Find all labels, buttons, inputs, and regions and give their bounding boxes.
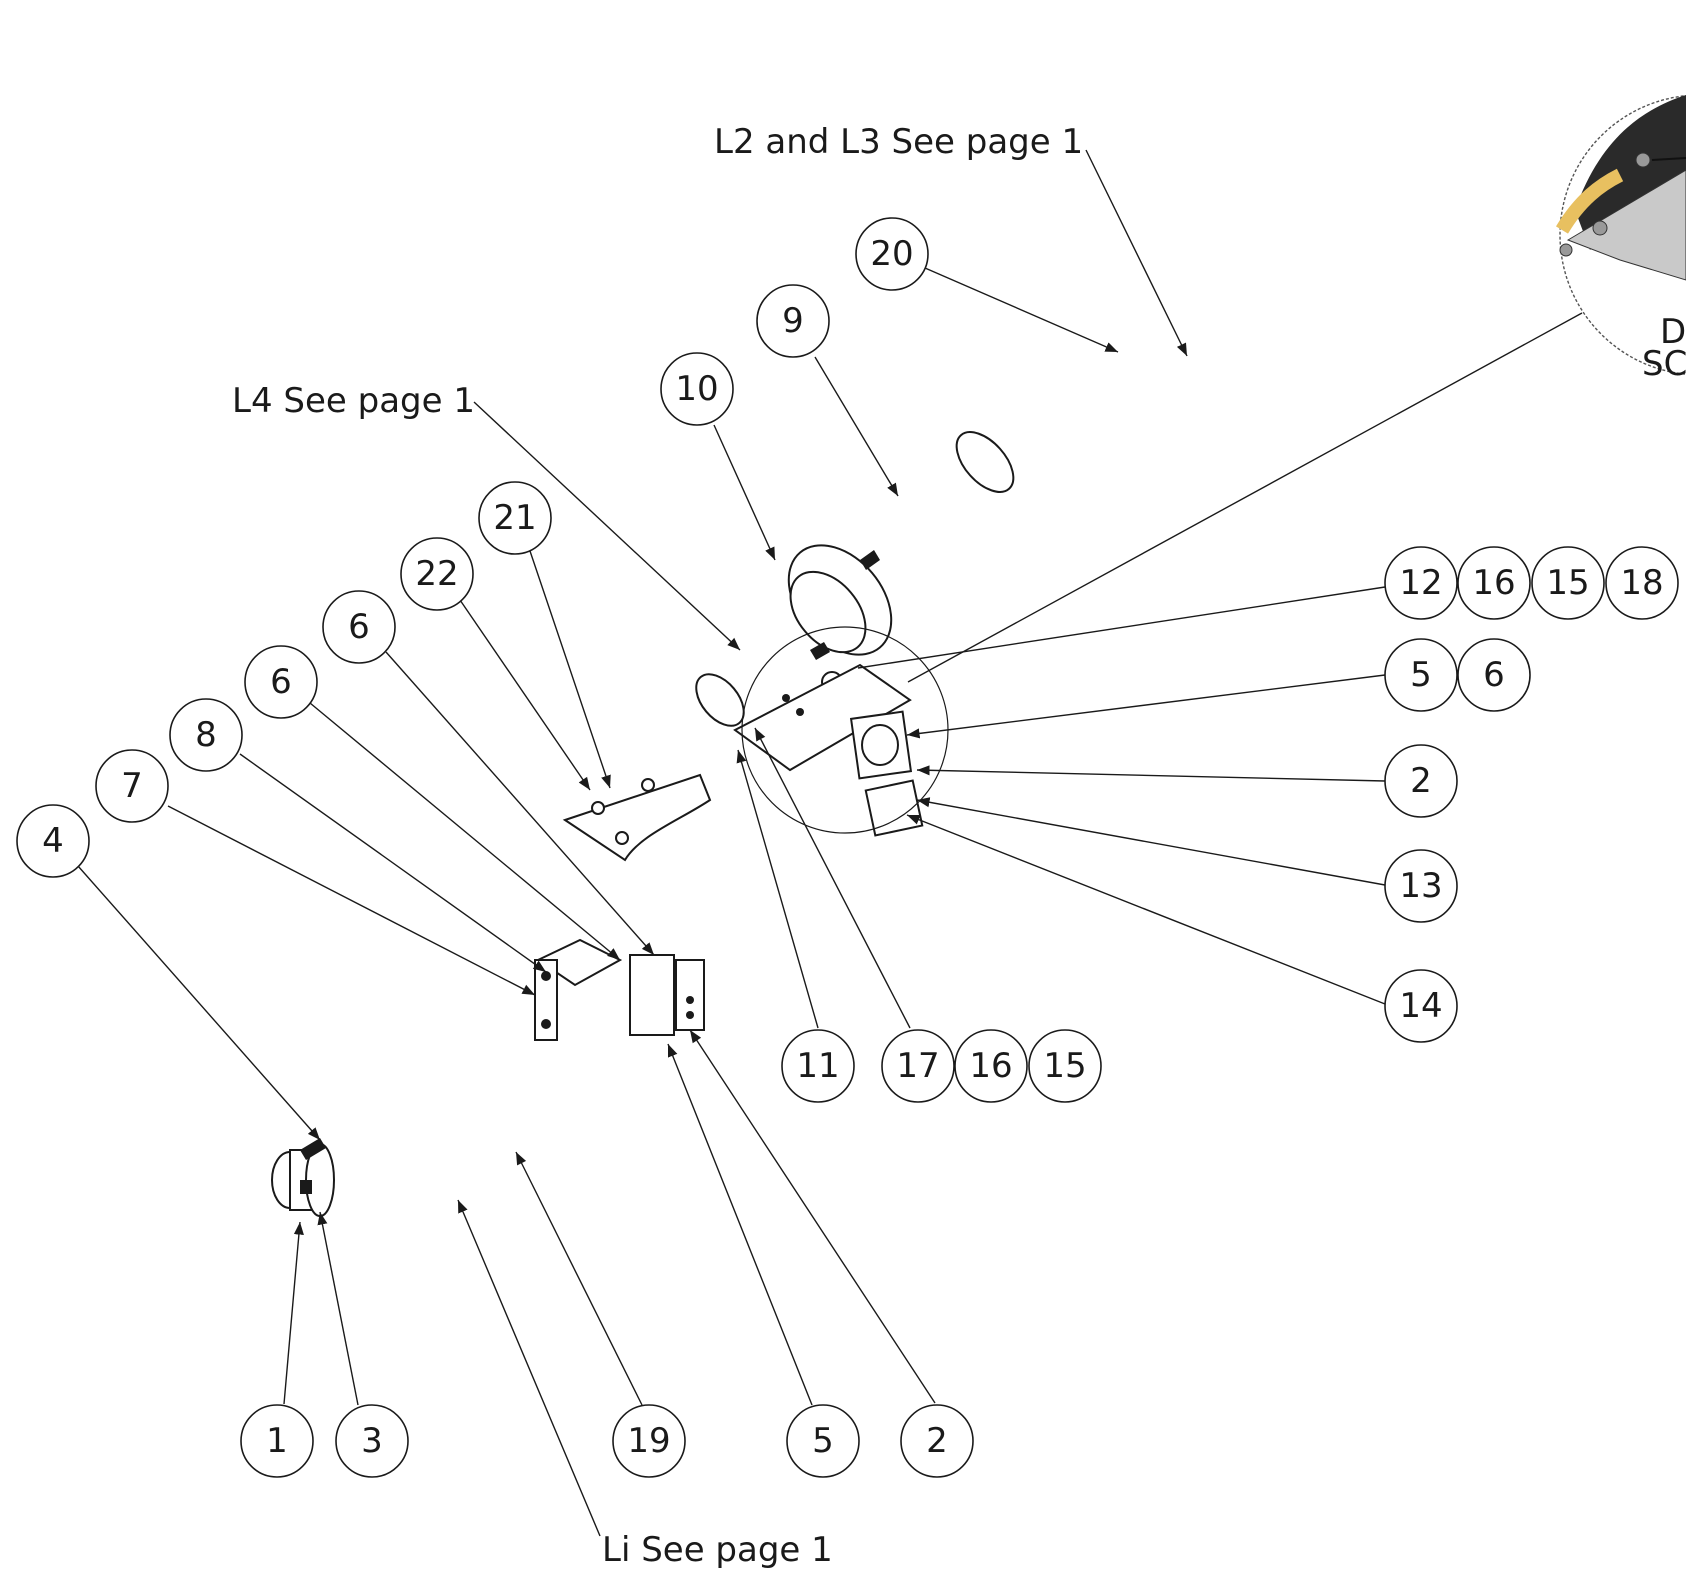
detail-view: DE SCA [1555,95,1686,384]
svg-text:2: 2 [1410,761,1432,801]
balloon-item-5: 5 [1384,638,1458,712]
reference-l2-l3: L2 and L3 See page 1 [714,122,1083,162]
svg-text:8: 8 [195,715,217,755]
svg-text:5: 5 [812,1421,834,1461]
balloon-item-21: 21 [478,481,552,555]
svg-text:14: 14 [1399,986,1442,1026]
balloon-item-3: 3 [335,1404,409,1478]
balloon-item-2: 2 [1384,744,1458,818]
svg-text:21: 21 [493,498,536,538]
svg-text:17: 17 [896,1046,939,1086]
balloon-item-16: 16 [1457,546,1531,620]
balloon-item-13: 13 [1384,849,1458,923]
mounting-bracket-upper [733,663,924,837]
coupling [787,544,893,693]
svg-text:5: 5 [1410,655,1432,695]
saddle-plate [562,773,712,862]
svg-text:22: 22 [415,554,458,594]
detail-label-line2: SCA [1642,344,1686,384]
balloon-item-16: 16 [954,1029,1028,1103]
balloon-item-8: 8 [169,698,243,772]
svg-text:6: 6 [348,607,370,647]
svg-text:15: 15 [1043,1046,1086,1086]
svg-text:6: 6 [270,662,292,702]
svg-text:15: 15 [1546,563,1589,603]
reference-l4: L4 See page 1 [232,381,475,421]
svg-text:2: 2 [926,1421,948,1461]
balloon-item-6: 6 [1457,638,1531,712]
balloon-item-18: 18 [1605,546,1679,620]
svg-text:16: 16 [1472,563,1515,603]
balloon-item-20: 20 [855,217,929,291]
hose-assembly [271,347,1291,1217]
balloon-item-10: 10 [660,352,734,426]
svg-text:1: 1 [266,1421,288,1461]
balloon-item-17: 17 [881,1029,955,1103]
balloon-item-2: 2 [900,1404,974,1478]
balloon-item-12: 12 [1384,546,1458,620]
reference-labels: L2 and L3 See page 1 L4 See page 1 Li Se… [232,122,1583,1570]
svg-text:10: 10 [675,369,718,409]
svg-text:19: 19 [627,1421,670,1461]
balloon-item-15: 15 [1531,546,1605,620]
svg-text:13: 13 [1399,866,1442,906]
reference-li: Li See page 1 [602,1530,833,1570]
balloon-item-14: 14 [1384,969,1458,1043]
svg-text:6: 6 [1483,655,1505,695]
detail-label-line1: DE [1660,312,1686,352]
svg-text:18: 18 [1620,563,1663,603]
balloon-item-11: 11 [781,1029,855,1103]
svg-text:20: 20 [870,234,913,274]
svg-text:7: 7 [121,766,143,806]
end-coupling [271,1138,335,1217]
balloon-item-1: 1 [240,1404,314,1478]
svg-text:16: 16 [969,1046,1012,1086]
mid-clamp [534,938,705,1041]
balloon-item-6: 6 [322,590,396,664]
svg-text:3: 3 [361,1421,383,1461]
svg-text:11: 11 [796,1046,839,1086]
balloon-item-4: 4 [16,804,90,878]
balloon-item-7: 7 [95,749,169,823]
svg-text:4: 4 [42,821,64,861]
balloon-item-9: 9 [756,284,830,358]
svg-text:9: 9 [782,301,804,341]
balloon-item-22: 22 [400,537,474,611]
balloon-item-5: 5 [786,1404,860,1478]
balloon-item-6: 6 [244,645,318,719]
item-balloons: 1 3 4 7 8 6 6 22 21 10 9 20 12 16 15 [16,217,1679,1478]
balloon-item-19: 19 [612,1404,686,1478]
balloon-item-15: 15 [1028,1029,1102,1103]
svg-text:12: 12 [1399,563,1442,603]
